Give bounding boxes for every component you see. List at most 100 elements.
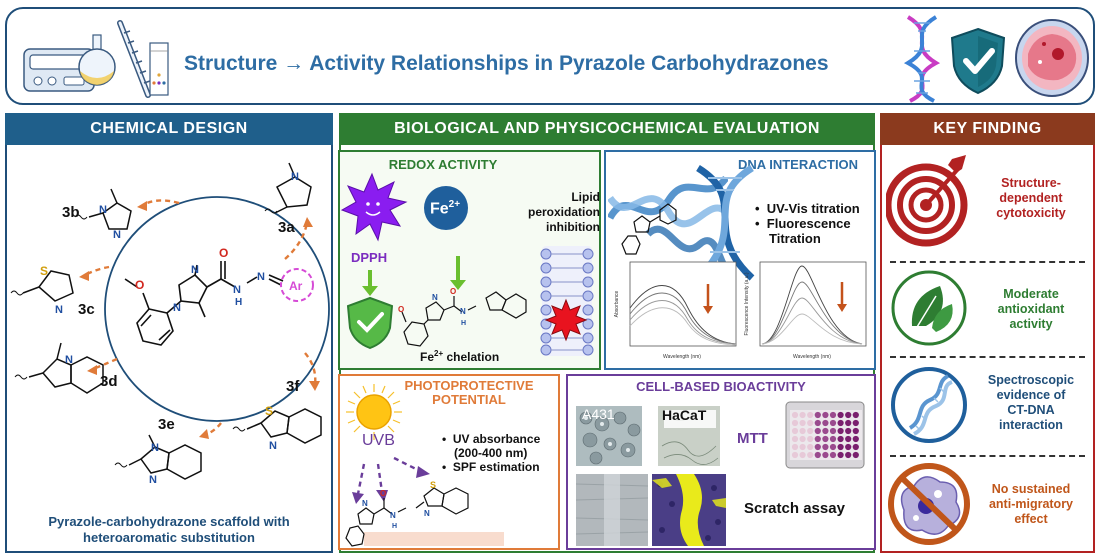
dna-icon xyxy=(891,367,967,443)
plate-well xyxy=(829,435,837,443)
page-title: Structure → Activity Relationships in Py… xyxy=(184,52,829,75)
hacat-cell-image xyxy=(658,406,720,466)
redox-activity-diagram: O N N H O xyxy=(340,172,594,356)
compound-label-3f: 3f xyxy=(286,378,300,395)
svg-text:H: H xyxy=(235,297,242,308)
plate-well xyxy=(837,411,844,419)
plate-well xyxy=(852,427,859,435)
chemical-design-panel xyxy=(5,145,333,553)
plate-well xyxy=(807,411,814,419)
key-finding-1-text: Structure- dependent cytotoxicity xyxy=(996,176,1066,220)
svg-text:N: N xyxy=(151,442,159,454)
a431-label: A431 xyxy=(582,406,615,422)
svg-text:S: S xyxy=(40,264,48,278)
svg-text:N: N xyxy=(460,307,466,316)
central-scaffold-circle xyxy=(104,196,330,422)
lipid-bilayer-icon xyxy=(540,246,594,356)
svg-text:O: O xyxy=(450,287,456,296)
mtt-well-plate-image xyxy=(785,401,865,469)
svg-text:O: O xyxy=(398,305,404,314)
chemical-design-caption-line2: heteroaromatic substitution xyxy=(83,530,255,545)
svg-text:Fluorescence Intensity (a.u.): Fluorescence Intensity (a.u.) xyxy=(744,272,750,335)
title-banner xyxy=(5,7,1095,105)
svg-text:H: H xyxy=(461,320,466,327)
fe-chelation-label: Fe2+ chelation xyxy=(420,349,500,364)
plate-well xyxy=(814,419,821,427)
compound-label-3a: 3a xyxy=(278,219,295,236)
dna-interaction-title: DNA INTERACTION xyxy=(737,157,859,172)
chemical-design-diagram: O N H N N N O Ar N N N S N N xyxy=(10,162,330,486)
carbonyl-oxygen-label: O xyxy=(219,246,228,260)
fe-ion-circle xyxy=(424,186,468,230)
plate-well xyxy=(807,427,814,435)
plate-well xyxy=(814,427,821,435)
key-finding-header: KEY FINDING xyxy=(880,113,1095,145)
svg-text:N: N xyxy=(291,171,299,183)
plate-well xyxy=(845,411,852,419)
cell-culture-dish-icon xyxy=(1015,19,1089,97)
compound-3a-structure xyxy=(274,162,312,214)
key-finding-divider-2 xyxy=(890,356,1085,358)
compound-label-3b: 3b xyxy=(62,204,80,221)
svg-text:N: N xyxy=(233,284,241,296)
chemical-design-caption-line1: Pyrazole-carbohydrazone scaffold with xyxy=(48,514,290,529)
plate-well xyxy=(845,451,852,459)
plate-wells xyxy=(791,411,859,459)
redox-activity-title: REDOX ACTIVITY xyxy=(388,157,498,172)
plate-well xyxy=(845,443,852,451)
chemical-design-header: CHEMICAL DESIGN xyxy=(5,113,333,145)
svg-text:N: N xyxy=(269,440,277,452)
svg-text:N: N xyxy=(390,511,396,520)
plate-well xyxy=(807,435,814,443)
peroxidation-burst-icon xyxy=(544,298,588,342)
svg-text:N: N xyxy=(191,264,199,276)
plate-well xyxy=(807,443,814,451)
plate-well xyxy=(852,451,859,459)
fluorescence-spectrum-plot: Wavelength (nm) Fluorescence Intensity (… xyxy=(744,261,867,360)
plate-well xyxy=(791,435,799,443)
key-finding-3-text: Spectroscopic evidence of CT-DNA interac… xyxy=(987,373,1075,432)
green-shield-check-icon xyxy=(346,296,394,350)
plate-well xyxy=(799,435,806,443)
plate-well xyxy=(791,427,799,435)
plate-well xyxy=(829,419,837,427)
plate-well xyxy=(845,427,852,435)
plate-well xyxy=(845,435,852,443)
plate-well xyxy=(791,451,799,459)
key-finding-4-text: No sustained anti-migratory effect xyxy=(988,482,1074,526)
dna-bullets: • UV-Vis titration • Fluorescence Titrat… xyxy=(755,201,860,246)
lab-equipment-icon xyxy=(23,20,169,98)
compound-label-3e: 3e xyxy=(158,416,175,433)
plate-well xyxy=(845,419,852,427)
svg-text:S: S xyxy=(265,404,273,418)
plate-well xyxy=(822,411,829,419)
plate-well xyxy=(807,419,814,427)
key-finding-divider-3 xyxy=(890,455,1085,457)
plate-well xyxy=(852,443,859,451)
photoprotective-bullets: • UV absorbance (200-400 nm) • SPF estim… xyxy=(442,432,541,474)
plate-well xyxy=(791,411,799,419)
compound-3e-structure xyxy=(128,434,202,480)
compound-3c-structure xyxy=(22,270,74,302)
scratch-assay-label: Scratch assay xyxy=(744,500,845,517)
plate-well xyxy=(814,411,821,419)
hacat-label: HaCaT xyxy=(662,407,707,423)
plate-well xyxy=(799,427,806,435)
ar-substituent-circle xyxy=(280,268,314,302)
plate-well xyxy=(837,419,844,427)
plate-well xyxy=(829,411,837,419)
ar-label: Ar xyxy=(289,279,303,293)
lipid-peroxidation-label: Lipid peroxidation inhibition xyxy=(527,190,600,234)
plate-well xyxy=(829,443,837,451)
svg-text:Absorbance: Absorbance xyxy=(614,290,620,317)
evaluation-header: BIOLOGICAL AND PHYSICOCHEMICAL EVALUATIO… xyxy=(339,113,875,145)
svg-text:N: N xyxy=(173,302,181,314)
plate-well xyxy=(799,443,806,451)
plate-well xyxy=(799,419,806,427)
plate-well xyxy=(799,411,806,419)
plate-well xyxy=(822,435,829,443)
plate-well xyxy=(822,419,829,427)
key-finding-divider-1 xyxy=(890,261,1085,263)
plate-well xyxy=(829,427,837,435)
shield-check-icon xyxy=(950,27,1006,95)
